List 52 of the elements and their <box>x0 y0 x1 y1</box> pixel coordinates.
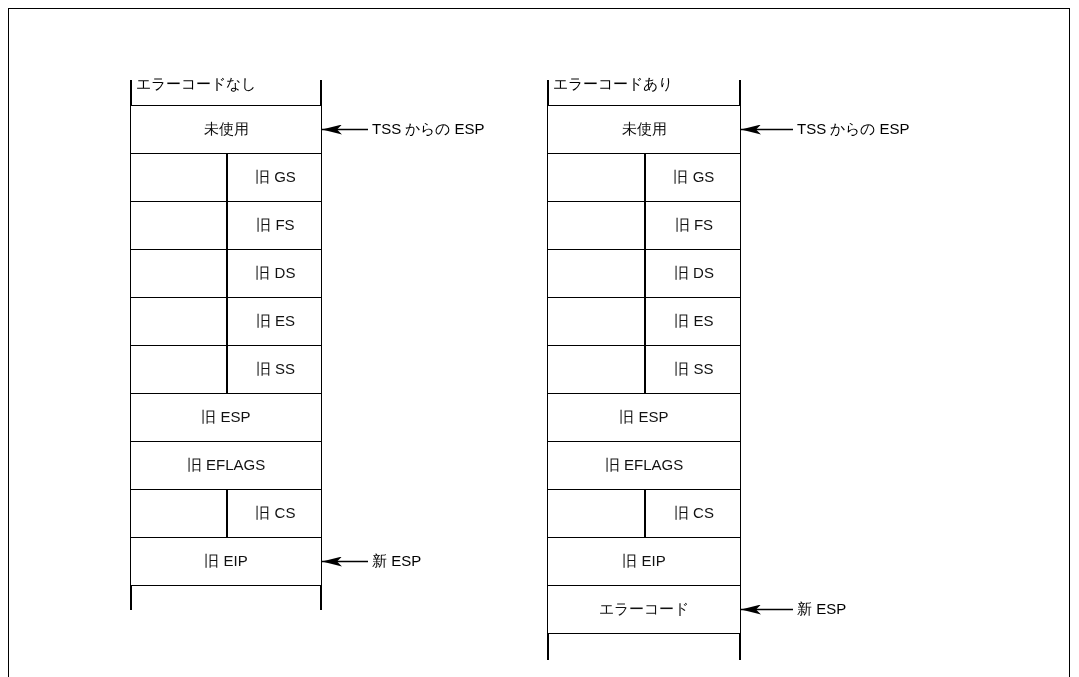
stack-slot <box>131 201 321 250</box>
row-label: 旧 GS <box>253 168 297 187</box>
stack-slot <box>548 153 740 202</box>
stack-heading: エラーコードあり <box>553 75 673 94</box>
row-label: 旧 EIP <box>622 552 666 571</box>
row-label: 旧 CS <box>672 504 715 523</box>
stack-slot <box>548 201 740 250</box>
stack-slot <box>131 249 321 298</box>
stack-slot <box>131 489 321 538</box>
arrow <box>740 124 794 135</box>
stack-slot <box>548 585 740 634</box>
pointer-label: 新 ESP <box>797 599 847 619</box>
row-label: 旧 EFLAGS <box>604 456 684 475</box>
row-label: 旧 GS <box>672 168 716 187</box>
row-label: 旧 SS <box>673 360 715 379</box>
row-label: 旧 ES <box>254 312 296 331</box>
arrow <box>740 604 794 615</box>
stack-slot <box>548 441 740 490</box>
stack-slot <box>131 153 321 202</box>
stack-slot <box>548 297 740 346</box>
row-label: 旧 DS <box>254 264 297 283</box>
stack-slot <box>131 297 321 346</box>
row-label: 旧 ESP <box>619 408 669 427</box>
stack-slot <box>131 345 321 394</box>
arrow <box>321 124 369 135</box>
pointer-label: TSS からの ESP <box>797 119 910 139</box>
pointer-label: 新 ESP <box>372 551 422 571</box>
row-label: 未使用 <box>203 120 249 139</box>
row-label: 旧 FS <box>673 216 715 235</box>
stack-slot <box>131 393 321 442</box>
stack-slot <box>548 489 740 538</box>
row-label: 旧 EIP <box>204 552 248 571</box>
stack-slot <box>548 393 740 442</box>
arrow <box>321 556 369 567</box>
row-label: 旧 SS <box>254 360 296 379</box>
pointer-label: TSS からの ESP <box>372 119 485 139</box>
row-label: 旧 ES <box>673 312 715 331</box>
stack-slot <box>131 537 321 586</box>
row-label: 旧 EFLAGS <box>186 456 266 475</box>
stack-slot <box>548 105 740 154</box>
stack-slot <box>548 345 740 394</box>
stack-heading: エラーコードなし <box>136 75 256 94</box>
stack-slot <box>548 249 740 298</box>
row-label: 旧 ESP <box>201 408 251 427</box>
row-label: 旧 DS <box>672 264 715 283</box>
row-label: 旧 FS <box>255 216 296 235</box>
stack-slot <box>131 105 321 154</box>
row-label: 旧 CS <box>254 504 297 523</box>
stack-slot <box>548 537 740 586</box>
row-label: エラーコード <box>599 600 689 619</box>
row-label: 未使用 <box>621 120 667 139</box>
stack-slot <box>131 441 321 490</box>
